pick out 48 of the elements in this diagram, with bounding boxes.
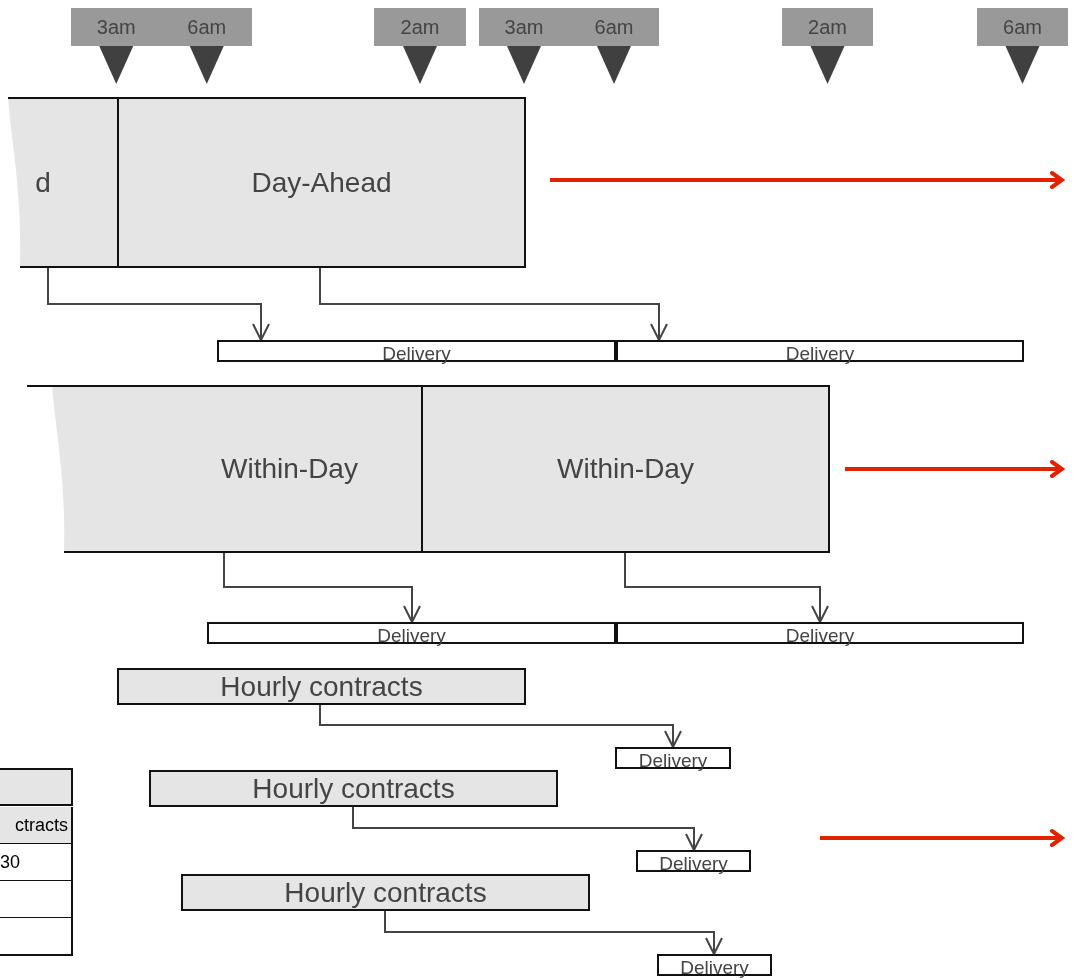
contract-bar bbox=[117, 668, 526, 705]
time-label: 6am bbox=[187, 17, 227, 37]
time-label: 2am bbox=[400, 17, 440, 37]
delivery-label: Delivery bbox=[382, 341, 451, 363]
time-marker bbox=[71, 8, 252, 46]
market-label: Hourly contracts bbox=[252, 774, 455, 803]
time-label: 3am bbox=[96, 17, 136, 37]
arrow bbox=[352, 806, 703, 851]
time-marker bbox=[374, 8, 466, 46]
time-marker bbox=[782, 8, 873, 46]
arrow bbox=[319, 267, 668, 341]
time-marker bbox=[977, 8, 1068, 46]
delivery-label: Delivery bbox=[680, 955, 749, 977]
arrow bbox=[624, 552, 829, 623]
time-label: 3am bbox=[504, 17, 544, 37]
time-marker bbox=[479, 8, 659, 46]
contract-bar bbox=[181, 874, 590, 911]
market-block bbox=[8, 97, 118, 268]
delivery-label: Delivery bbox=[638, 748, 708, 770]
market-label: Within-Day bbox=[557, 455, 694, 483]
table-cell: ctracts bbox=[0, 807, 73, 845]
market-block bbox=[421, 385, 830, 553]
delivery-bar bbox=[615, 747, 731, 769]
arrow bbox=[384, 910, 723, 955]
market-block bbox=[27, 385, 422, 553]
arrow bbox=[223, 552, 421, 623]
delivery-label: Delivery bbox=[659, 851, 728, 873]
market-label: Hourly contracts bbox=[220, 672, 423, 701]
arrow bbox=[47, 267, 270, 341]
delivery-bar bbox=[217, 340, 616, 362]
delivery-label: Delivery bbox=[377, 623, 446, 645]
delivery-label: Delivery bbox=[785, 623, 855, 645]
market-label: Hourly contracts bbox=[284, 878, 487, 907]
delivery-bar bbox=[657, 954, 772, 976]
delivery-bar bbox=[616, 340, 1024, 362]
delivery-bar bbox=[616, 622, 1024, 644]
table-cell: 30 bbox=[0, 844, 73, 882]
contract-bar bbox=[149, 770, 558, 807]
market-label: Within-Day bbox=[220, 455, 358, 483]
time-label: 6am bbox=[594, 17, 634, 37]
delivery-bar bbox=[636, 850, 751, 872]
delivery-bar bbox=[207, 622, 616, 644]
delivery-label: Delivery bbox=[785, 341, 855, 363]
market-label: d bbox=[35, 168, 52, 197]
time-label: 2am bbox=[808, 17, 847, 37]
market-label: Day-Ahead bbox=[251, 168, 392, 197]
arrow bbox=[319, 704, 682, 748]
time-label: 6am bbox=[1003, 17, 1042, 37]
